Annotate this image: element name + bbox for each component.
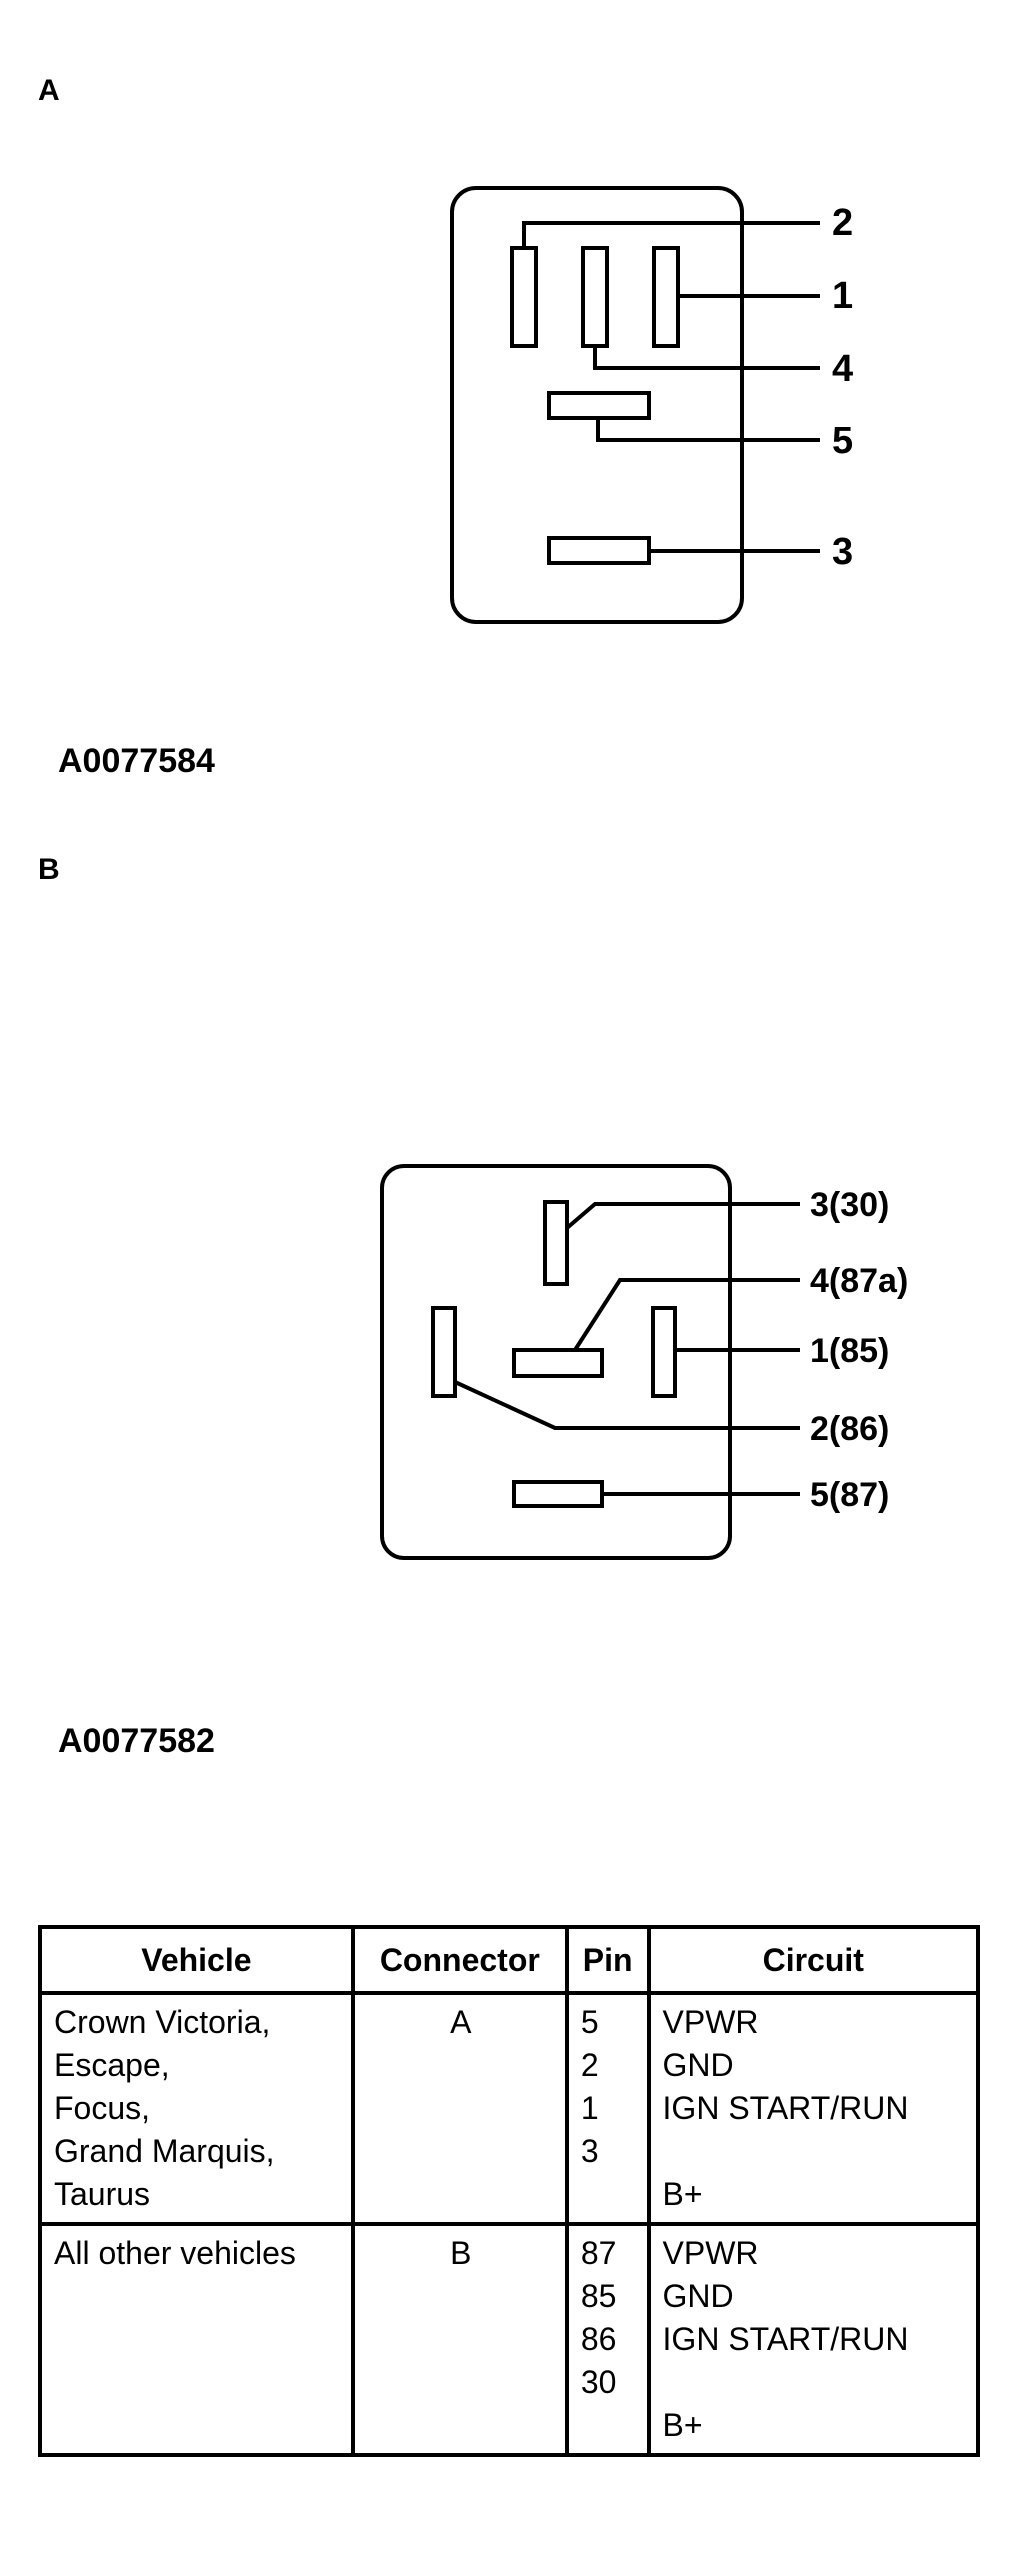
connector-cell: A	[350, 1991, 569, 2226]
header-vehicle: Vehicle	[38, 1925, 355, 1995]
vehicle-name: Crown Victoria,	[54, 2004, 271, 2040]
circuit-name: GND	[662, 2047, 734, 2083]
pin-number: 86	[580, 2321, 617, 2357]
connector-a-pin-label: 2	[832, 202, 853, 244]
connector-b-terminal-1	[651, 1306, 677, 1398]
vehicle-cell: Crown Victoria, Escape, Focus, Grand Mar…	[38, 1991, 355, 2226]
pin-number: 5	[580, 2004, 599, 2040]
pinout-table: Vehicle Connector Pin Circuit Crown Vict…	[38, 1925, 981, 2457]
connector-a-terminal-4	[581, 246, 609, 348]
connector-a-lead-2	[522, 221, 820, 248]
pin-number	[581, 2404, 637, 2447]
vehicle-name: Grand Marquis,	[54, 2133, 275, 2169]
vehicle-cell: All other vehicles	[38, 2222, 355, 2457]
connector-a-pin-label: 4	[832, 348, 853, 390]
connector-b-pin-label: 5(87)	[810, 1476, 889, 1514]
connector-b-terminal-2	[431, 1306, 457, 1398]
connector-a-pin-label: 1	[832, 275, 853, 317]
header-pin: Pin	[564, 1925, 651, 1995]
pin-number: 30	[580, 2364, 617, 2400]
pin-number: 85	[580, 2278, 617, 2314]
connector-b-pin-label: 1(85)	[810, 1332, 889, 1370]
circuit-name	[663, 2361, 966, 2404]
circuit-name	[663, 2130, 966, 2173]
connector-a-pin-label: 5	[832, 420, 853, 462]
section-b-label: B	[38, 853, 60, 886]
vehicle-name: Focus,	[54, 2090, 151, 2126]
table-header-row: Vehicle Connector Pin Circuit	[38, 1925, 981, 1995]
table-row: Crown Victoria, Escape, Focus, Grand Mar…	[38, 1991, 981, 2226]
connector-b-diagram: 3(30) 4(87a) 1(85) 2(86) 5(87)	[380, 1164, 908, 1560]
pin-number: 3	[580, 2133, 599, 2169]
connector-a-lead-4	[593, 346, 820, 370]
circuit-name: IGN START/RUN	[662, 2321, 909, 2357]
connector-a-pin-label: 3	[832, 531, 853, 573]
connector-a-terminal-3	[547, 536, 651, 565]
table-row: All other vehicles B 87 85 86 30 VPWR GN…	[38, 2222, 981, 2457]
connector-b-pin-label: 2(86)	[810, 1410, 889, 1448]
section-a-label: A	[38, 74, 60, 107]
connector-a-terminal-2	[510, 246, 538, 348]
circuit-cell: VPWR GND IGN START/RUN B+	[646, 2222, 981, 2457]
header-connector: Connector	[350, 1925, 569, 1995]
connector-b-pin-label: 3(30)	[810, 1186, 889, 1224]
figure-id-b: A0077582	[58, 1722, 215, 1760]
connector-b-lead-4	[573, 1278, 800, 1352]
connector-b-lead-2	[454, 1380, 800, 1430]
connector-a-lead-5	[596, 418, 820, 442]
connector-b-pin-label: 4(87a)	[810, 1262, 908, 1300]
pin-number: 2	[580, 2047, 599, 2083]
connector-b-lead-3	[565, 1202, 800, 1230]
pin-cell: 87 85 86 30	[564, 2222, 651, 2457]
connector-a-terminal-5	[547, 391, 651, 420]
pin-cell: 5 2 1 3	[564, 1991, 651, 2226]
circuit-name: VPWR	[662, 2235, 759, 2271]
vehicle-name: Escape,	[54, 2047, 170, 2083]
circuit-name: VPWR	[662, 2004, 759, 2040]
connector-cell: B	[350, 2222, 569, 2457]
circuit-name: IGN START/RUN	[662, 2090, 909, 2126]
connector-b-terminal-3	[543, 1200, 569, 1286]
pin-number: 1	[580, 2090, 599, 2126]
connector-b-terminal-5	[512, 1480, 604, 1508]
connector-a-terminal-1	[652, 246, 680, 348]
figure-id-a: A0077584	[58, 742, 215, 780]
connector-b-terminal-4	[512, 1348, 604, 1378]
pin-number: 87	[580, 2235, 617, 2271]
circuit-name: B+	[662, 2176, 703, 2212]
vehicle-name: All other vehicles	[54, 2235, 296, 2271]
circuit-name: GND	[662, 2278, 734, 2314]
circuit-cell: VPWR GND IGN START/RUN B+	[646, 1991, 981, 2226]
pin-number	[581, 2173, 637, 2216]
circuit-name: B+	[662, 2407, 703, 2443]
vehicle-name: Taurus	[54, 2176, 151, 2212]
header-circuit: Circuit	[646, 1925, 981, 1995]
connector-a-diagram: 2 1 4 5 3	[450, 186, 853, 624]
